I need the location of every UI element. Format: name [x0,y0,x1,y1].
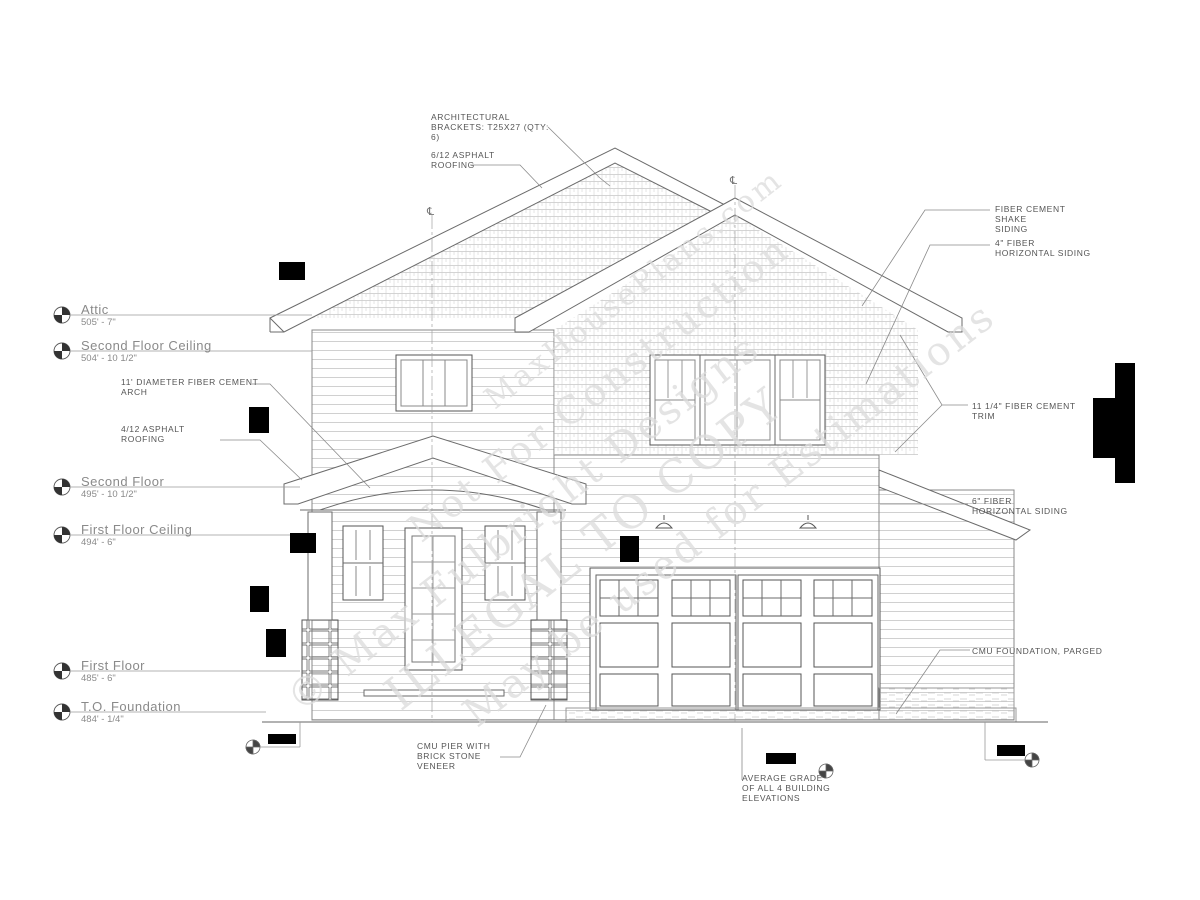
callout-pier-3: VENEER [417,761,456,771]
callout-fiber6-2: HORIZONTAL SIDING [972,506,1068,516]
upper-window-left [395,354,473,412]
callout-arch-2: ARCH [121,387,148,397]
grade-targets [245,722,1040,779]
left-gable-shake [312,163,712,318]
redaction-blocks [249,262,1135,764]
centerline-symbol-right: ℄ [729,174,737,187]
callout-fiber4-1: 4" FIBER [995,238,1035,248]
callout-asphalt612-1: 6/12 ASPHALT [431,150,495,160]
callout-pier-1: CMU PIER WITH [417,741,490,751]
building-elevation [262,147,1048,723]
level-elevation: 504' - 10 1/2" [81,353,137,364]
callout-brackets-3: 6) [431,132,440,142]
callout-trim-2: TRIM [972,411,995,421]
porch-column-right [530,619,568,701]
callout-brackets-1: ARCHITECTURAL [431,112,510,122]
right-gable-shake [554,215,918,455]
level-elevation: 485' - 6" [81,673,116,684]
callout-pier-2: BRICK STONE [417,751,481,761]
porch-roof [283,435,587,505]
porch-arch [319,489,547,511]
porch-window-left [342,525,384,601]
level-name: First Floor Ceiling [81,522,192,537]
callout-asphalt412-1: 4/12 ASPHALT [121,424,185,434]
level-name: T.O. Foundation [81,699,181,714]
level-elevation: 505' - 7" [81,317,116,328]
level-elevation: 495' - 10 1/2" [81,489,137,500]
callout-shake-3: SIDING [995,224,1028,234]
level-name: Second Floor [81,474,164,489]
garage-extension-roof [878,469,1032,541]
callout-grade-3: ELEVATIONS [742,793,800,803]
level-name: First Floor [81,658,145,673]
right-main-roof [514,197,963,333]
wall-lights [654,515,818,529]
callout-grade-2: OF ALL 4 BUILDING [742,783,830,793]
callout-brackets-2: BRACKETS: T25X27 (QTY: [431,122,549,132]
centerline-symbol-left: ℄ [426,205,434,218]
callout-shake-2: SHAKE [995,214,1027,224]
cmu-foundation [565,707,1017,723]
porch-window-right [484,525,526,601]
level-elevation: 484' - 1/4" [81,714,124,725]
callout-trim-1: 11 1/4" FIBER CEMENT [972,401,1076,411]
callout-shake-1: FIBER CEMENT [995,204,1065,214]
callout-asphalt412-2: ROOFING [121,434,165,444]
leader-lines [220,126,990,780]
level-elevation: 494' - 6" [81,537,116,548]
callout-asphalt612-2: ROOFING [431,160,475,170]
level-name: Attic [81,302,109,317]
callout-cmu-foundation: CMU FOUNDATION, PARGED [972,646,1102,656]
callout-arch-1: 11' DIAMETER FIBER CEMENT [121,377,258,387]
callout-grade-1: AVERAGE GRADE [742,773,823,783]
level-name: Second Floor Ceiling [81,338,212,353]
callout-fiber4-2: HORIZONTAL SIDING [995,248,1091,258]
callout-fiber6-1: 6" FIBER [972,496,1012,506]
annotations: ARCHITECTURAL BRACKETS: T25X27 (QTY: 6) … [121,112,1102,803]
upper-window-right [649,354,826,446]
